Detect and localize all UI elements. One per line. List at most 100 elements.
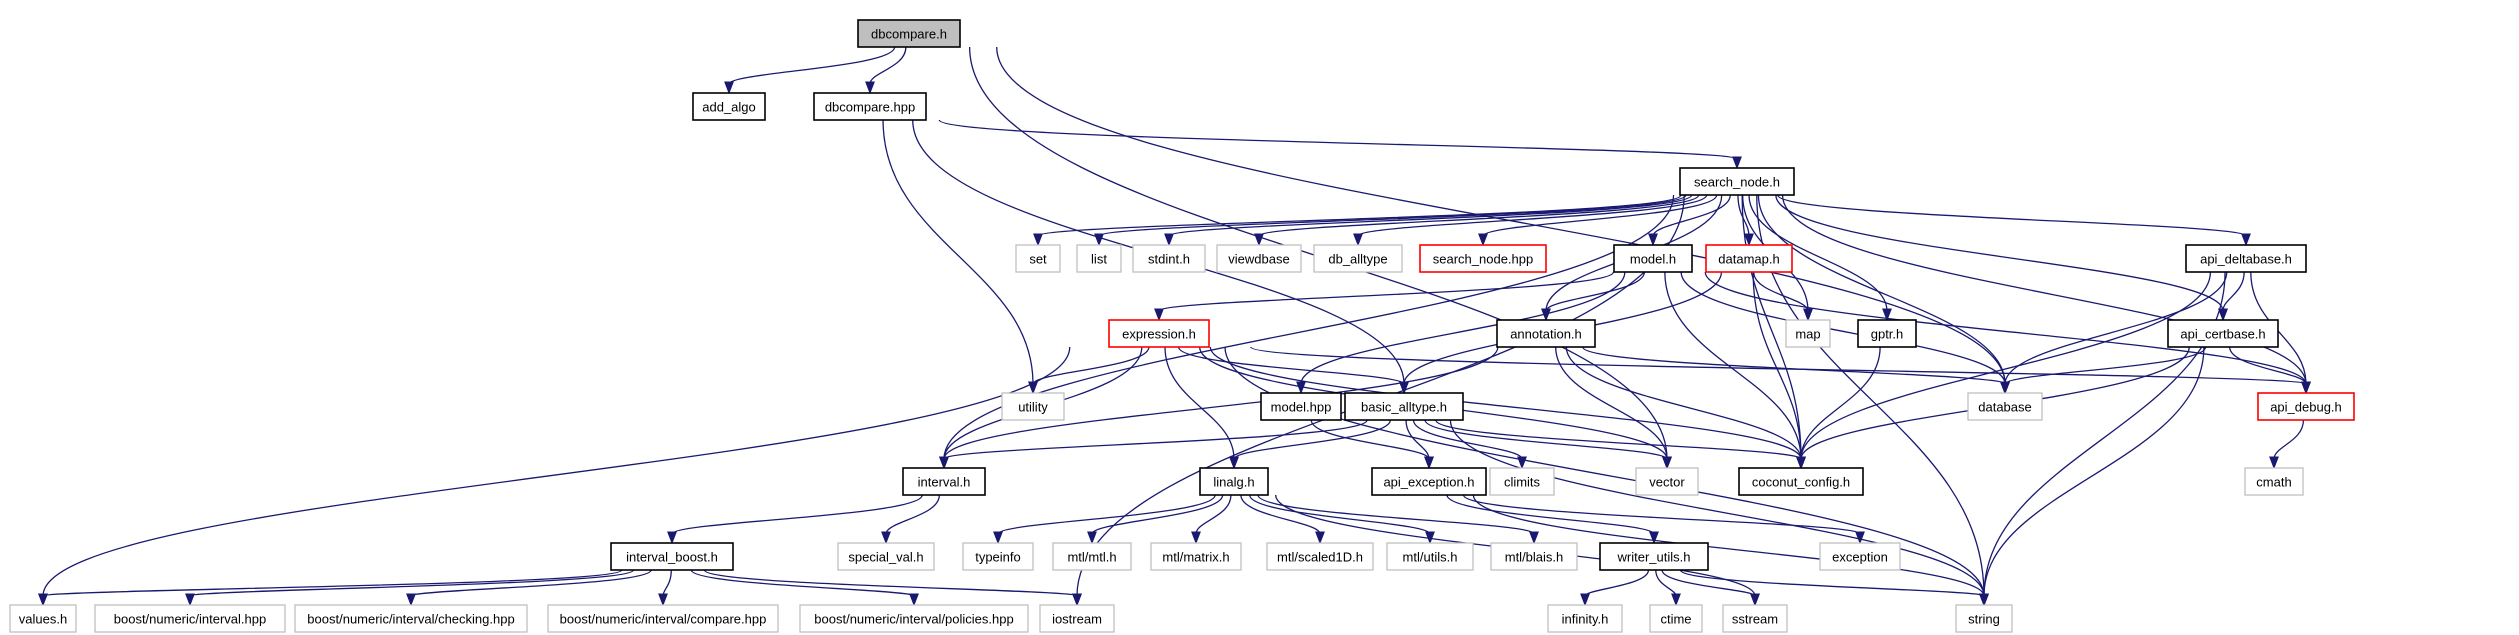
node-special-val-h[interactable]: special_val.h	[837, 542, 935, 571]
node-box	[813, 92, 927, 121]
node-label: list	[1091, 252, 1107, 267]
node-label: stdint.h	[1148, 252, 1190, 267]
edge-line	[2222, 271, 2245, 312]
node-cmath[interactable]: cmath	[2244, 467, 2304, 496]
arrowhead	[185, 593, 195, 607]
node-box	[692, 92, 766, 121]
node-writer-utils-h[interactable]: writer_utils.h	[1599, 542, 1709, 571]
node-box	[1599, 542, 1709, 571]
node-label: writer_utils.h	[1617, 550, 1691, 565]
node-api-debug-h[interactable]: api_debug.h	[2257, 392, 2355, 421]
node-vector[interactable]: vector	[1635, 467, 1699, 496]
node-dbcompare-h[interactable]: dbcompare.h	[857, 19, 961, 48]
node-add-algo[interactable]: add_algo	[692, 92, 766, 121]
node-database[interactable]: database	[1967, 392, 2043, 421]
node-infinity-h[interactable]: infinity.h	[1547, 604, 1623, 633]
node-label: api_certbase.h	[2180, 327, 2265, 342]
edge-line	[2004, 346, 2207, 385]
node-db-alltype[interactable]: db_alltype	[1313, 244, 1403, 273]
edge-writer-utils-h-to-ctime	[1655, 569, 1681, 607]
node-bni-policies-hpp[interactable]: boost/numeric/interval/policies.hpp	[799, 604, 1029, 633]
node-mtl-matrix-h[interactable]: mtl/matrix.h	[1150, 542, 1242, 571]
node-label: dbcompare.h	[871, 27, 947, 42]
node-string[interactable]: string	[1955, 604, 2013, 633]
node-interval-h[interactable]: interval.h	[902, 467, 986, 496]
node-exception[interactable]: exception	[1819, 542, 1901, 571]
node-dbcompare-hpp[interactable]: dbcompare.hpp	[813, 92, 927, 121]
node-stdint-h[interactable]: stdint.h	[1132, 244, 1206, 273]
edge-writer-utils-h-to-sstream	[1661, 569, 1760, 607]
node-basic-alltype-h[interactable]: basic_alltype.h	[1344, 392, 1464, 421]
node-bni-interval-hpp[interactable]: boost/numeric/interval.hpp	[94, 604, 286, 633]
node-mtl-scaled1D-h[interactable]: mtl/scaled1D.h	[1266, 542, 1374, 571]
arrowhead	[2269, 456, 2279, 470]
node-api-certbase-h[interactable]: api_certbase.h	[2167, 319, 2279, 348]
arrowhead	[1424, 456, 1434, 470]
edge-search-node-h-to-set	[1033, 194, 1682, 247]
node-annotation-h[interactable]: annotation.h	[1496, 319, 1596, 348]
node-mtl-blais-h[interactable]: mtl/blais.h	[1490, 542, 1578, 571]
node-linalg-h[interactable]: linalg.h	[1199, 467, 1269, 496]
node-model-h[interactable]: model.h	[1613, 244, 1693, 273]
node-search-node-h[interactable]: search_node.h	[1679, 167, 1795, 196]
edge-line	[1424, 419, 1668, 460]
arrowhead	[1979, 593, 1989, 607]
edge-line	[1091, 494, 1224, 535]
node-utility[interactable]: utility	[1001, 392, 1065, 421]
arrowhead	[865, 81, 875, 95]
node-box	[1052, 542, 1132, 571]
node-label: annotation.h	[1510, 327, 1582, 342]
node-ctime[interactable]: ctime	[1649, 604, 1703, 633]
node-label: api_deltabase.h	[2200, 252, 2292, 267]
node-box	[1313, 244, 1403, 273]
edge-line	[938, 119, 1738, 160]
edge-search-node-h-to-search-node-hpp	[1478, 194, 1718, 247]
node-label: iostream	[1052, 612, 1102, 627]
node-gptr-h[interactable]: gptr.h	[1857, 319, 1917, 348]
node-sstream[interactable]: sstream	[1722, 604, 1788, 633]
node-typeinfo[interactable]: typeinfo	[962, 542, 1034, 571]
node-box	[610, 542, 734, 571]
node-box	[962, 542, 1034, 571]
edge-line	[882, 119, 1034, 385]
edge-search-node-h-to-db-alltype	[1353, 194, 1708, 247]
edge-line	[2273, 419, 2305, 460]
edge-interval-boost-h-to-bni-compare-hpp	[658, 569, 672, 607]
node-model-hpp[interactable]: model.hpp	[1260, 392, 1342, 421]
node-mtl-mtl-h[interactable]: mtl/mtl.h	[1052, 542, 1132, 571]
node-viewdbase[interactable]: viewdbase	[1216, 244, 1302, 273]
edge-line	[703, 569, 1078, 597]
node-climits[interactable]: climits	[1489, 467, 1555, 496]
edge-line	[1748, 194, 1888, 312]
node-label: linalg.h	[1213, 475, 1254, 490]
edge-line	[1680, 271, 2006, 385]
node-search-node-hpp[interactable]: search_node.hpp	[1419, 244, 1547, 273]
node-bni-compare-hpp[interactable]: boost/numeric/interval/compare.hpp	[547, 604, 779, 633]
node-api-exception-h[interactable]: api_exception.h	[1371, 467, 1487, 496]
edge-search-node-h-to-api-debug-h	[1781, 194, 2311, 395]
arrowhead	[1094, 233, 1104, 247]
arrowhead	[909, 593, 919, 607]
node-box	[1496, 319, 1596, 348]
edge-line	[189, 569, 635, 597]
node-map[interactable]: map	[1785, 319, 1831, 348]
arrowhead	[1315, 531, 1325, 545]
node-list[interactable]: list	[1076, 244, 1122, 273]
node-iostream[interactable]: iostream	[1039, 604, 1115, 633]
node-expression-h[interactable]: expression.h	[1108, 319, 1210, 348]
edge-line	[1482, 194, 1718, 237]
node-bni-checking-hpp[interactable]: boost/numeric/interval/checking.hpp	[294, 604, 528, 633]
edge-line	[1233, 419, 1392, 460]
arrowhead	[1732, 156, 1742, 170]
node-values-h[interactable]: values.h	[9, 604, 77, 633]
node-set[interactable]: set	[1015, 244, 1061, 273]
node-datamap-h[interactable]: datamap.h	[1705, 244, 1793, 273]
node-label: model.h	[1630, 252, 1676, 267]
edge-search-node-h-to-gptr-h	[1748, 194, 1892, 322]
node-api-deltabase-h[interactable]: api_deltabase.h	[2185, 244, 2307, 273]
node-mtl-utils-h[interactable]: mtl/utils.h	[1386, 542, 1474, 571]
node-label: mtl/utils.h	[1403, 550, 1458, 565]
arrowhead	[2000, 381, 2010, 395]
node-interval-boost-h[interactable]: interval_boost.h	[610, 542, 734, 571]
node-coconut-config-h[interactable]: coconut_config.h	[1738, 467, 1864, 496]
